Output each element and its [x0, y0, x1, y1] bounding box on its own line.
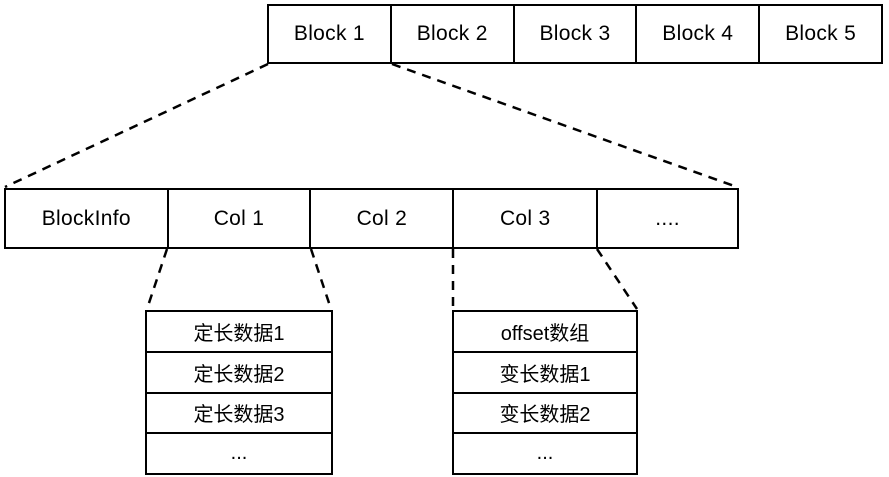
connector-block1-to-detail-right	[391, 62, 738, 189]
detail-cell-col2: Col 2	[311, 190, 455, 247]
fixed-length-row-3: 定长数据3	[147, 394, 331, 435]
variable-length-row-more: ...	[536, 442, 554, 465]
fixed-length-row-1: 定长数据1	[147, 312, 331, 353]
connector-col3-to-var-right	[595, 248, 639, 310]
connector-col1-to-fixed-left	[145, 248, 169, 310]
detail-cell-col1: Col 1	[169, 190, 312, 247]
fixed-length-row-more: ...	[230, 442, 248, 465]
block-cell-3: Block 3	[515, 6, 638, 62]
detail-cell-more: ....	[655, 206, 680, 230]
connector-block1-to-detail-left	[4, 62, 269, 189]
variable-length-row-2: 变长数据2	[454, 394, 636, 435]
block-cell-2: Block 2	[392, 6, 515, 62]
block-cell-5: Block 5	[785, 22, 857, 45]
block-cell-4: Block 4	[637, 6, 761, 62]
variable-length-row-1: 变长数据1	[454, 353, 636, 394]
block-detail-row: BlockInfo Col 1 Col 2 Col 3 ....	[4, 188, 739, 249]
variable-length-data-table: offset数组 变长数据1 变长数据2 ...	[452, 310, 638, 475]
block-cell-1: Block 1	[269, 6, 392, 62]
fixed-length-data-table: 定长数据1 定长数据2 定长数据3 ...	[145, 310, 333, 475]
connector-col1-to-fixed-right	[309, 248, 333, 310]
detail-cell-blockinfo: BlockInfo	[6, 190, 169, 247]
offset-array-row: offset数组	[454, 312, 636, 353]
fixed-length-row-2: 定长数据2	[147, 353, 331, 394]
detail-cell-col3: Col 3	[454, 190, 599, 247]
blocks-row: Block 1 Block 2 Block 3 Block 4 Block 5	[267, 4, 883, 64]
